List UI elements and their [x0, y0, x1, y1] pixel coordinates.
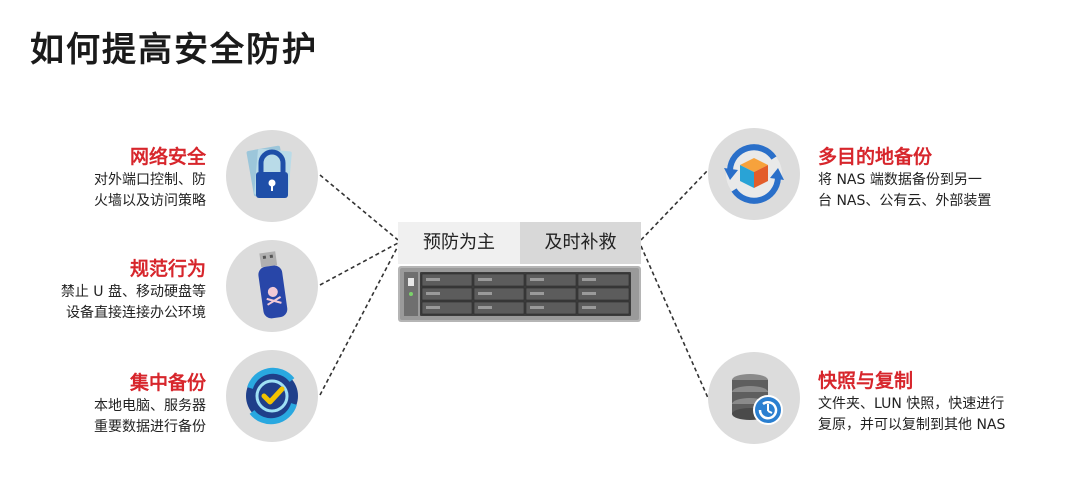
behavior-heading: 规范行为 [129, 258, 206, 280]
network-security-icon-circle [226, 130, 318, 222]
behavior-icon-circle [226, 240, 318, 332]
central-backup-icon-circle [226, 350, 318, 442]
multi-destination-icon-circle [708, 128, 800, 220]
page-title: 如何提高安全防护 [30, 30, 318, 70]
behavior-desc: 禁止 U 盘、移动硬盘等 设备直接连接办公环境 [60, 284, 206, 321]
snapshot-heading: 快照与复制 [818, 370, 914, 392]
multi-destination-heading: 多目的地备份 [818, 146, 933, 168]
usb-drive-icon [258, 251, 288, 319]
sync-cube-icon [724, 144, 784, 204]
center-label-bar: 预防为主 及时补救 [398, 222, 641, 264]
network-security-heading: 网络安全 [129, 146, 206, 168]
network-security-desc: 对外端口控制、防 火墙以及访问策略 [94, 172, 206, 209]
backup-check-icon [246, 367, 298, 425]
database-snapshot-icon [732, 374, 783, 425]
nas-server-icon [398, 266, 641, 322]
lock-icon [246, 145, 292, 198]
snapshot-icon-circle [708, 352, 800, 444]
remedy-tab: 及时补救 [520, 222, 641, 264]
central-backup-desc: 本地电脑、服务器 重要数据进行备份 [94, 398, 206, 435]
multi-destination-desc: 将 NAS 端数据备份到另一 台 NAS、公有云、外部装置 [818, 172, 992, 209]
central-backup-heading: 集中备份 [129, 372, 206, 394]
snapshot-desc: 文件夹、LUN 快照，快速进行 复原，并可以复制到其他 NAS [818, 396, 1006, 433]
prevention-tab: 预防为主 [398, 222, 520, 264]
